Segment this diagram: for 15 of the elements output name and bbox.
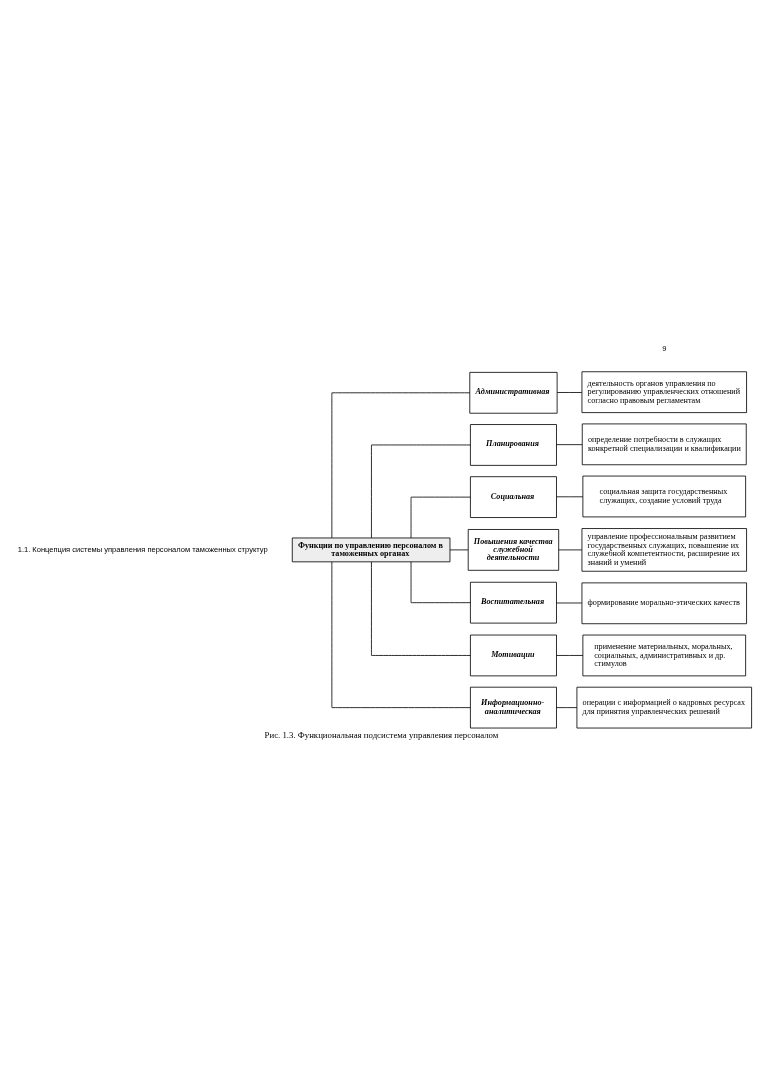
- connector: [410, 496, 471, 539]
- caption: Рис. 1.3. Функциональная подсистема управления персоналом: [264, 729, 499, 740]
- connector: [556, 602, 583, 604]
- connector: [556, 444, 583, 446]
- connector: [449, 549, 469, 551]
- connector: [556, 707, 578, 708]
- connector: [556, 392, 583, 393]
- connector: [331, 392, 471, 539]
- connector: [556, 655, 584, 656]
- connector: [410, 561, 471, 604]
- connector: [371, 444, 471, 539]
- connector: [371, 561, 471, 656]
- connector: [331, 561, 471, 708]
- connector: [556, 496, 584, 498]
- connector: [558, 549, 583, 551]
